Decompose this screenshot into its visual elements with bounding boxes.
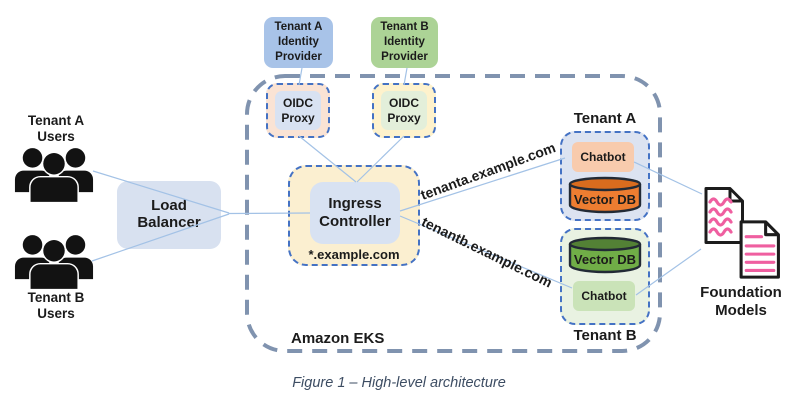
oidc-proxy-b-label: OIDC Proxy <box>381 91 427 130</box>
tenant-a-chatbot-node: Chatbot <box>572 142 634 172</box>
load-balancer-node: Load Balancer <box>117 181 221 249</box>
oidc-proxy-a-node: OIDC Proxy <box>266 83 330 138</box>
tenant-b-vector-db-label: Vector DB <box>573 251 637 267</box>
tenant-b-identity-provider-node: Tenant B Identity Provider <box>371 17 438 68</box>
ingress-controller-node: Ingress Controller *.example.com <box>288 165 420 266</box>
amazon-eks-label: Amazon EKS <box>291 330 385 347</box>
tenant-b-users-icon <box>13 234 95 291</box>
tenant-b-title: Tenant B <box>573 327 637 344</box>
tenant-b-identity-provider-label: Tenant B Identity Provider <box>380 21 429 63</box>
foundation-models-label: Foundation Models <box>700 284 782 319</box>
tenant-b-vector-db-icon: Vector DB <box>567 236 643 275</box>
oidc-proxy-b-node: OIDC Proxy <box>372 83 436 138</box>
tenant-a-vector-db-icon: Vector DB <box>567 176 643 215</box>
tenant-a-group: Chatbot Vector DB <box>560 131 650 221</box>
tenant-a-users-label: Tenant A Users <box>27 113 85 145</box>
tenant-a-identity-provider-node: Tenant A Identity Provider <box>264 17 333 68</box>
foundation-model-document-icon-front <box>737 218 782 281</box>
tenantb-domain-label: tenantb.example.com <box>419 213 555 291</box>
tenant-b-users-label: Tenant B Users <box>27 290 85 322</box>
tenant-b-chatbot-node: Chatbot <box>573 281 635 311</box>
tenant-a-identity-provider-label: Tenant A Identity Provider <box>274 21 323 63</box>
tenant-a-users-icon <box>13 147 95 204</box>
oidc-proxy-a-label: OIDC Proxy <box>275 91 321 130</box>
load-balancer-label: Load Balancer <box>137 197 201 231</box>
tenant-b-group: Vector DB Chatbot <box>560 228 650 325</box>
tenanta-domain-label: tenanta.example.com <box>418 139 558 203</box>
tenant-a-vector-db-label: Vector DB <box>573 191 637 207</box>
figure-caption: Figure 1 – High-level architecture <box>292 375 506 391</box>
wildcard-domain-label: *.example.com <box>308 247 400 262</box>
ingress-controller-label: Ingress Controller <box>310 182 400 244</box>
tenant-a-title: Tenant A <box>573 110 637 127</box>
